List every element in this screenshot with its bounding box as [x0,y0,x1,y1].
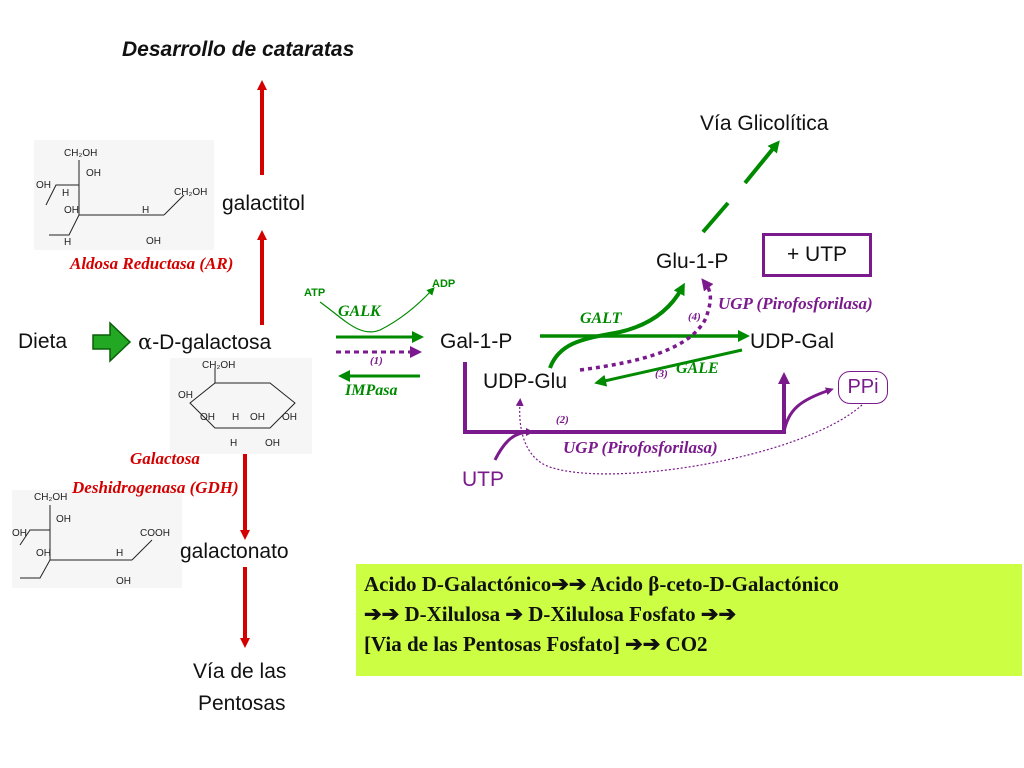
galactonato-structure: CH₂OH OH OH OH H OH COOH [12,490,182,588]
galactosa-label: α-D-galactosa [138,330,271,355]
utp-curve [493,428,534,461]
gal1p-label: Gal-1-P [440,330,513,353]
svg-text:H: H [230,438,237,449]
summary-line1: Acido D-Galactónico➔➔ Acido β-ceto-D-Gal… [364,572,839,596]
udpglu-label: UDP-Glu [483,370,568,393]
step-1: (1) [370,355,383,367]
utp-label: UTP [462,468,504,491]
arrow-glycolysis-seg2 [743,140,780,185]
svg-text:OH: OH [282,412,297,423]
atp-label: ATP [304,287,326,299]
svg-text:CH₂OH: CH₂OH [34,492,67,503]
svg-text:H: H [62,188,69,199]
arrow-step4 [579,278,714,372]
arrow-udpglu-glu1p [548,282,685,369]
svg-text:H: H [116,548,123,559]
svg-text:OH: OH [146,236,161,247]
svg-text:COOH: COOH [140,528,170,539]
summary-box: Acido D-Galactónico➔➔ Acido β-ceto-D-Gal… [356,564,1022,676]
via-glicolitica-label: Vía Glicolítica [700,112,829,135]
enzyme-ar: Aldosa Reductasa (AR) [70,254,234,273]
svg-text:H: H [64,237,71,248]
svg-text:OH: OH [12,528,27,539]
galactosa-text: -D-galactosa [152,331,272,354]
galactosa-structure: CH₂OH OH OH H OH OH H OH [170,358,312,454]
arrow-gale [594,348,743,387]
svg-text:OH: OH [36,548,51,559]
svg-text:OH: OH [200,412,215,423]
enzyme-galk: GALK [338,303,381,320]
alpha-symbol: α [138,330,153,354]
svg-text:H: H [232,412,239,423]
via-pentosas-line1: Vía de las [193,660,287,683]
arrow-ugp-bottom [463,362,790,434]
enzyme-ugp-bottom: UGP (Pirofosforilasa) [563,438,718,457]
plus-utp-box: + UTP [762,233,872,277]
svg-text:CH₂OH: CH₂OH [64,148,97,159]
svg-text:CH₂OH: CH₂OH [202,360,235,371]
svg-text:OH: OH [116,576,131,587]
svg-text:OH: OH [86,168,101,179]
page-title: Desarrollo de cataratas [122,38,355,61]
glu1p-label: Glu-1-P [656,250,729,273]
step-2: (2) [556,414,569,426]
arrow-step2 [515,398,863,475]
via-pentosas-line2: Pentosas [198,692,286,715]
dieta-arrow [92,321,132,363]
summary-line3: [Via de las Pentosas Fosfato] ➔➔ CO2 [364,632,708,656]
svg-text:OH: OH [178,390,193,401]
svg-text:CH₂OH: CH₂OH [174,187,207,198]
enzyme-gdh-line1: Galactosa [130,449,200,468]
galactitol-label: galactitol [222,192,305,215]
atp-adp-curve [319,287,435,333]
enzyme-gale: GALE [676,360,719,377]
summary-line2: ➔➔ D-Xilulosa ➔ D-Xilulosa Fosfato ➔➔ [364,602,737,626]
enzyme-galt: GALT [580,310,622,327]
ppi-curve [782,387,834,433]
enzyme-gdh-line2: Deshidrogenasa (GDH) [72,478,239,497]
adp-label: ADP [432,278,456,290]
galactonato-label: galactonato [180,540,289,563]
dieta-label: Dieta [18,330,68,353]
svg-text:OH: OH [265,438,280,449]
svg-text:OH: OH [64,205,79,216]
svg-text:OH: OH [250,412,265,423]
ppi-box: PPi [838,371,888,404]
step-4: (4) [688,311,701,323]
galactitol-structure: CH₂OH OH H OH OH H H OH CH₂OH [34,140,214,250]
udpgal-label: UDP-Gal [750,330,835,353]
svg-text:OH: OH [56,514,71,525]
enzyme-ugp-top: UGP (Pirofosforilasa) [718,294,873,313]
step-3: (3) [655,368,668,380]
enzyme-impasa: IMPasa [345,382,398,399]
arrow-glycolysis-seg1 [701,201,730,234]
svg-text:H: H [142,205,149,216]
svg-text:OH: OH [36,180,51,191]
